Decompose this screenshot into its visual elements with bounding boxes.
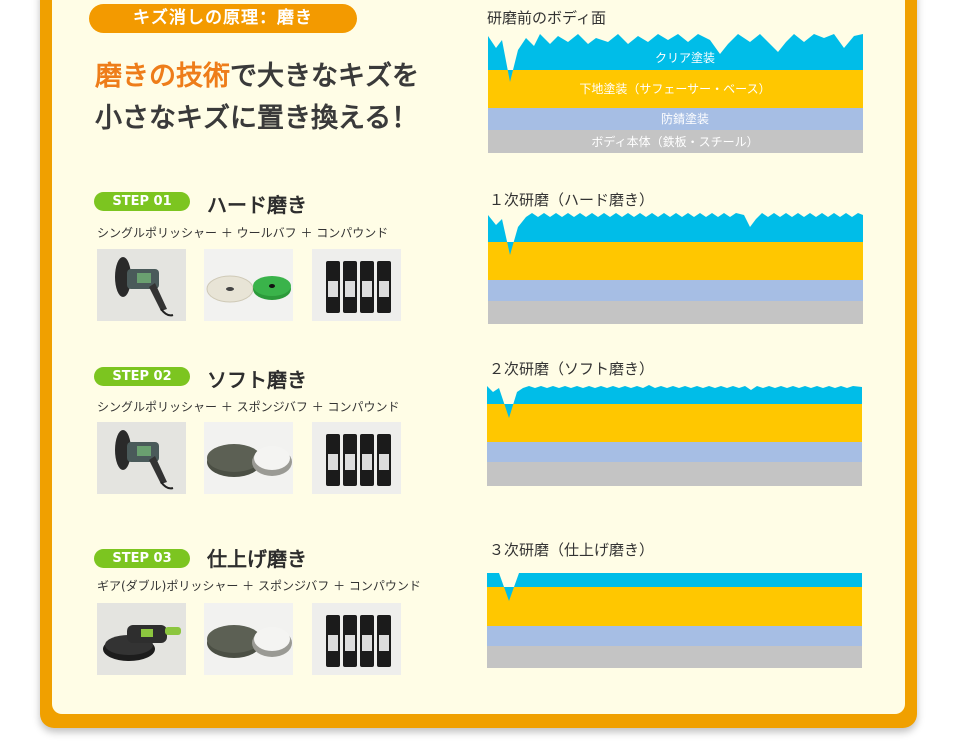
layer-label-rust: 防錆塗装 <box>661 111 709 126</box>
headline-highlight: 磨きの技術 <box>95 61 230 92</box>
steel-layer <box>488 301 863 324</box>
clear-coat-layer <box>487 573 862 601</box>
step-01-tools: シングルポリッシャー ＋ ウールバフ ＋ コンパウンド <box>97 226 389 240</box>
steel-layer <box>487 646 862 668</box>
step-02-layer-diagram <box>487 385 862 486</box>
layer-label-base: 下地塗装（サフェーサー・ベース） <box>579 81 770 96</box>
base-coat-layer <box>487 587 862 626</box>
steel-layer <box>487 462 862 486</box>
base-coat-layer <box>488 70 863 108</box>
wool-buff-photo <box>204 249 293 321</box>
sponge-buff-photo <box>204 603 293 675</box>
single-polisher-photo <box>97 249 186 321</box>
step-01-title: ハード磨き <box>207 193 307 217</box>
clear-coat-layer <box>488 213 863 255</box>
single-polisher-photo <box>97 422 186 494</box>
before-layer-diagram: クリア塗装 下地塗装（サフェーサー・ベース） 防錆塗装 ボディ本体（鉄板・スチー… <box>488 34 863 153</box>
step-02-badge: STEP 02 <box>94 367 190 386</box>
sponge-buff-photo <box>204 422 293 494</box>
step-02-tools: シングルポリッシャー ＋ スポンジバフ ＋ コンパウンド <box>97 400 400 414</box>
gear-polisher-photo <box>97 603 186 675</box>
step-03-tools: ギア(ダブル)ポリッシャー ＋ スポンジバフ ＋ コンパウンド <box>97 579 421 593</box>
rust-coat-layer <box>488 108 863 130</box>
rust-coat-layer <box>487 442 862 462</box>
layer-label-clear: クリア塗装 <box>655 50 715 65</box>
compound-bottles-photo <box>312 603 401 675</box>
rust-coat-layer <box>488 280 863 301</box>
clear-coat-layer <box>488 34 863 82</box>
step-03-title: 仕上げ磨き <box>207 547 307 571</box>
step-01-badge: STEP 01 <box>94 192 190 211</box>
headline-line2: 小さなキズに置き換える！ <box>95 103 419 134</box>
headline: 磨きの技術で大きなキズを 小さなキズに置き換える！ <box>95 56 475 140</box>
layer-label-steel: ボディ本体（鉄板・スチール） <box>591 134 758 149</box>
rust-coat-layer <box>487 626 862 646</box>
step-03-badge: STEP 03 <box>94 549 190 568</box>
headline-line1: で大きなキズを <box>230 61 419 92</box>
compound-bottles-photo <box>312 249 401 321</box>
section-pill-label: キズ消しの原理：磨き <box>89 4 357 33</box>
steel-layer <box>488 130 863 153</box>
compound-bottles-photo <box>312 422 401 494</box>
step-03-layer-diagram <box>487 573 862 668</box>
step-03-diagram-title: ３次研磨（仕上げ磨き） <box>489 541 655 559</box>
step-02-title: ソフト磨き <box>207 368 307 392</box>
step-01-layer-diagram <box>488 213 863 324</box>
base-coat-layer <box>487 404 862 442</box>
before-diagram-title: 研磨前のボディ面 <box>487 9 606 27</box>
base-coat-layer <box>488 242 863 280</box>
step-01-diagram-title: １次研磨（ハード磨き） <box>489 191 655 209</box>
step-02-diagram-title: ２次研磨（ソフト磨き） <box>489 360 655 378</box>
clear-coat-layer <box>487 385 862 418</box>
